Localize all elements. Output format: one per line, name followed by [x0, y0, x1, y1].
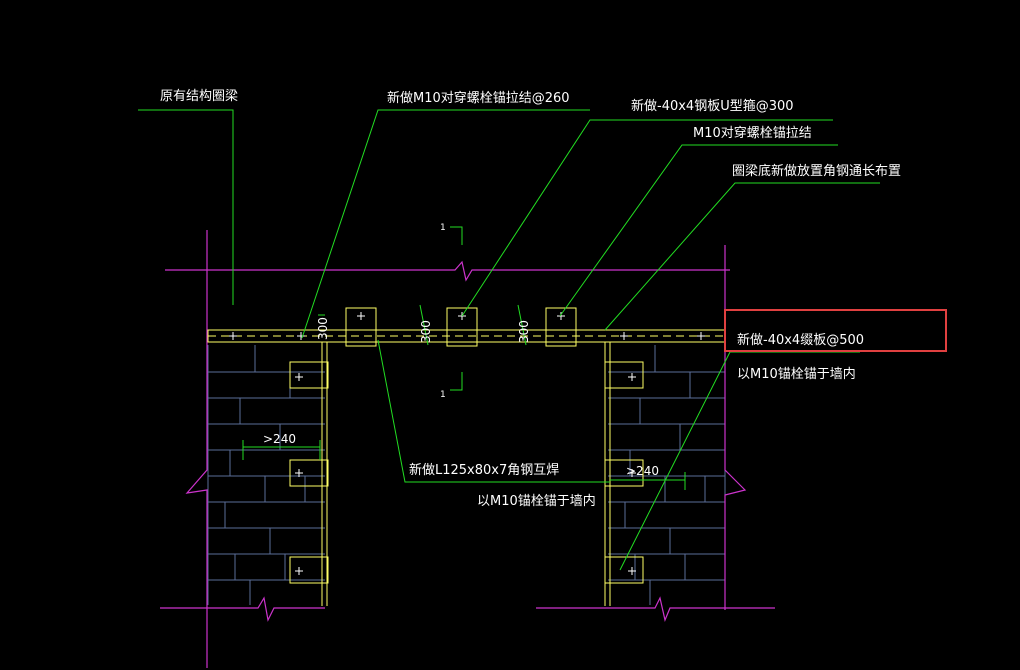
anchor-plates [289, 307, 644, 584]
highlight-box [724, 309, 947, 352]
section-mark-top: 1 [440, 223, 446, 233]
label-m10-bolt-tie: M10对穿螺栓锚拉结 [693, 125, 812, 141]
dim-spacing-2: 300 [419, 320, 433, 343]
dim-spacing-1: 300 [316, 317, 330, 340]
bolt-crosses [229, 312, 705, 575]
label-batten-plate: 新做-40x4缀板@500 [737, 332, 864, 348]
label-angle-full-length: 圈梁底新做放置角钢通长布置 [732, 163, 901, 179]
dim-width-right: >240 [626, 464, 659, 478]
label-steel-plate-u-hoop: 新做-40x4钢板U型箍@300 [631, 98, 794, 114]
label-anchor-in-wall-bottom: 以M10锚栓锚于墙内 [477, 493, 596, 509]
label-angle-weld: 新做L125x80x7角钢互焊 [409, 462, 559, 478]
section-mark-bottom: 1 [440, 390, 446, 400]
dim-spacing-3: 300 [517, 320, 531, 343]
label-anchor-in-wall-right: 以M10锚栓锚于墙内 [737, 366, 856, 382]
dim-width-left: >240 [263, 432, 296, 446]
masonry-left-pier [207, 345, 325, 605]
wall-outline [160, 230, 775, 668]
label-existing-ring-beam: 原有结构圈梁 [160, 89, 238, 104]
label-through-bolt-tie: 新做M10对穿螺栓锚拉结@260 [387, 90, 570, 106]
